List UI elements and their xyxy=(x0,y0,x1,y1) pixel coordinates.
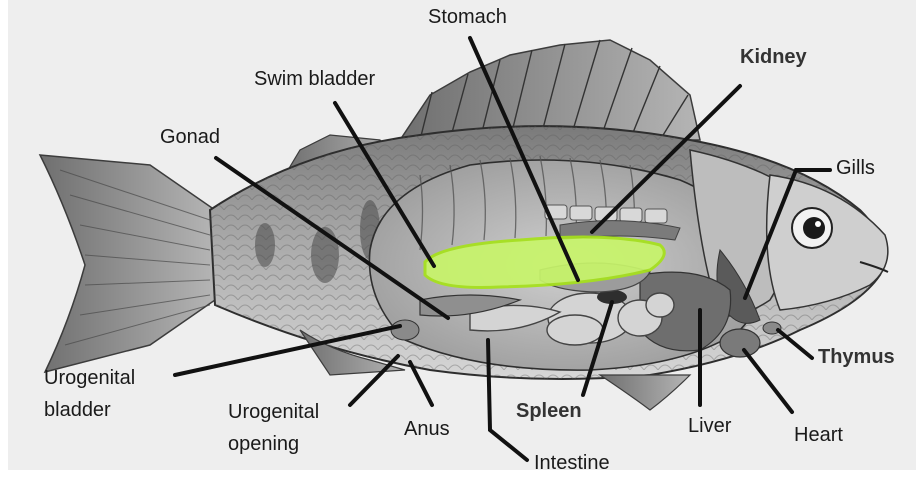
label-gills: Gills xyxy=(836,155,875,181)
label-thymus: Thymus xyxy=(818,344,895,370)
label-anus: Anus xyxy=(404,416,450,442)
label-intestine: Intestine xyxy=(534,450,610,476)
label-swim-bladder: Swim bladder xyxy=(254,66,375,92)
label-kidney: Kidney xyxy=(740,44,807,70)
pupil xyxy=(803,217,825,239)
urogenital-bladder xyxy=(391,320,419,340)
label-spleen: Spleen xyxy=(516,398,582,424)
label-liver: Liver xyxy=(688,413,731,439)
label-stomach: Stomach xyxy=(428,4,507,30)
label-gonad: Gonad xyxy=(160,124,220,150)
label-heart: Heart xyxy=(794,422,843,448)
label-urogenital-bladder: Urogenital bladder xyxy=(44,362,135,426)
label-urogenital-opening: Urogenital opening xyxy=(228,396,319,460)
heart xyxy=(720,329,760,357)
